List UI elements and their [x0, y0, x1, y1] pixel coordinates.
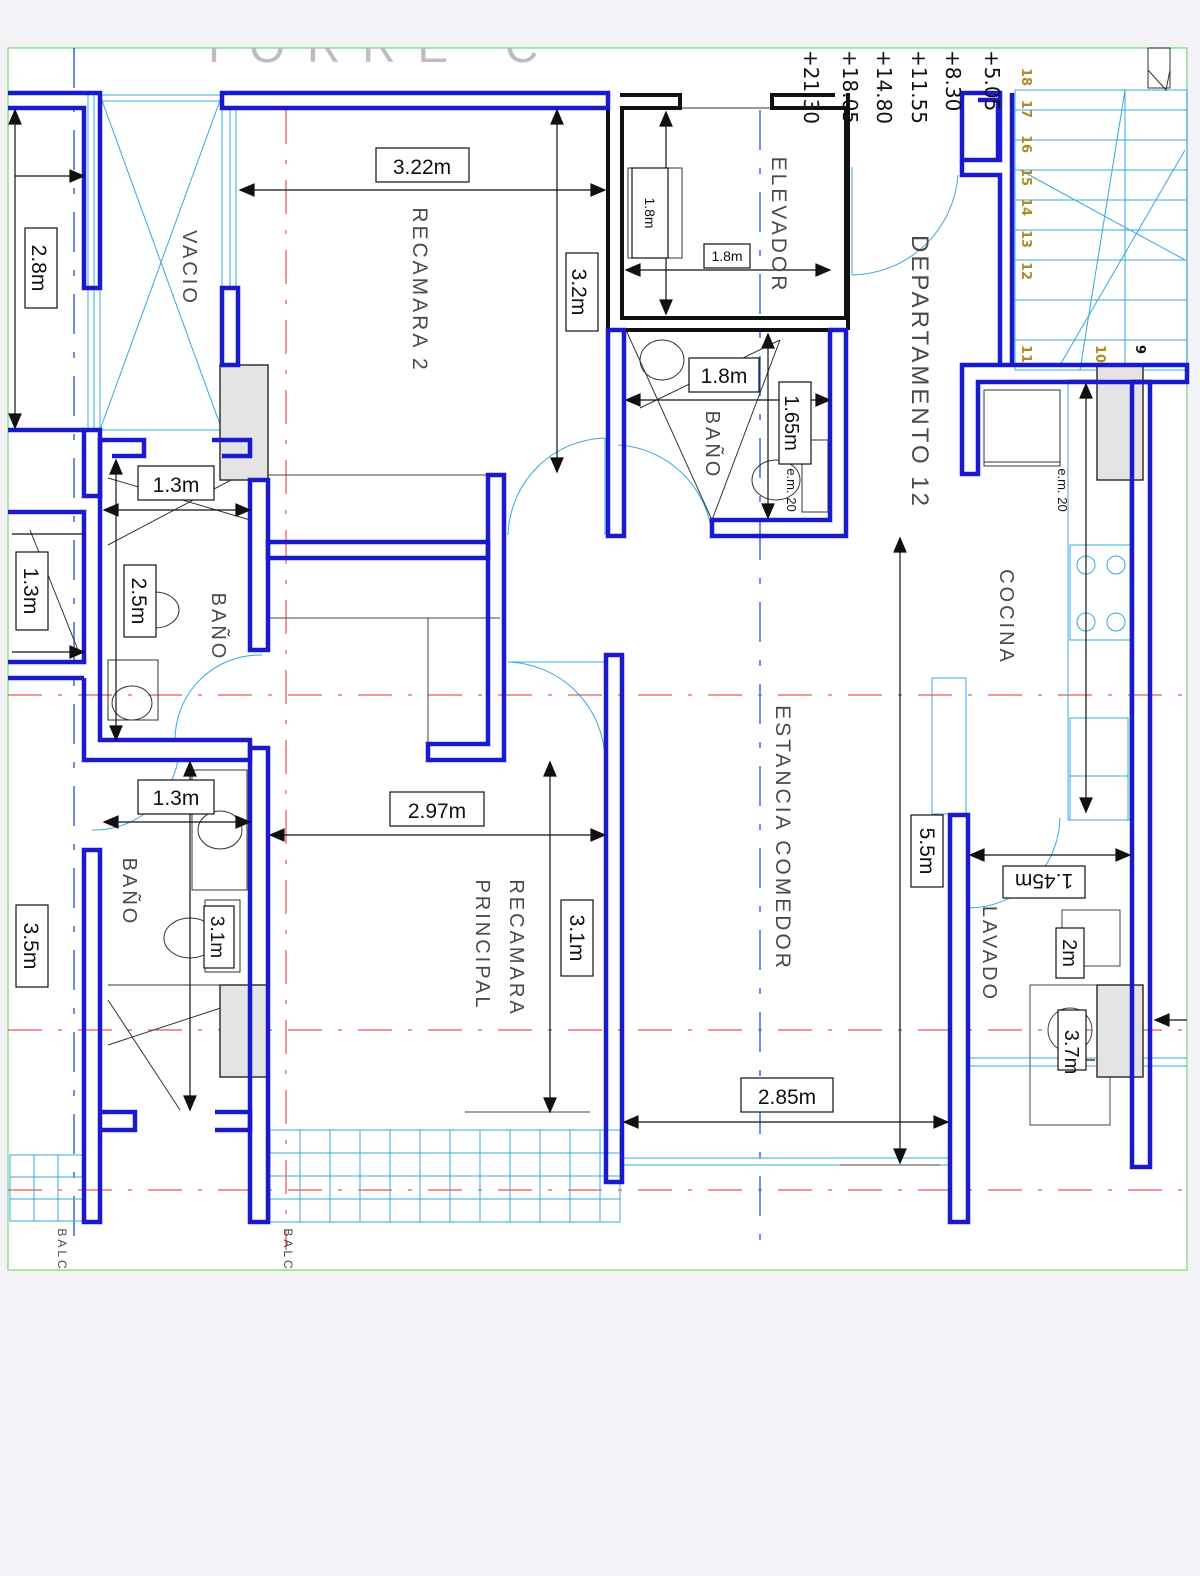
dim-3-22: 3.22m	[393, 156, 451, 179]
room-elevador: ELEVADOR	[767, 157, 790, 294]
note-em20-kitchen: e.m. 20	[1055, 468, 1070, 511]
fixtures	[9, 89, 1188, 1223]
level-label: +18.05	[838, 50, 862, 124]
room-cocina: COCINA	[995, 569, 1017, 665]
dim-2-97: 2.97m	[408, 800, 466, 823]
dim-1-3-top: 1.3m	[153, 474, 200, 497]
dim-1-8-bath: 1.8m	[701, 365, 748, 388]
dim-3-7: 3.7m	[1060, 1030, 1082, 1074]
stair-step-number: 18	[1018, 68, 1033, 86]
level-label: +8.30	[941, 50, 965, 111]
stair-step-number: 11	[1018, 345, 1033, 363]
stair-step-number: 13	[1018, 230, 1033, 248]
dimension-boxes	[15, 147, 1087, 1113]
dim-2-85: 2.85m	[758, 1086, 816, 1109]
dim-1-3-left: 1.3m	[19, 568, 42, 615]
dim-1-3-bottom: 1.3m	[153, 787, 200, 810]
dim-2: 2m	[1058, 939, 1080, 967]
stair-step-numbers: 18 17 16 15 14 13 12 11 10 9	[1018, 68, 1147, 363]
columns	[219, 364, 1144, 1078]
dim-5-5: 5.5m	[915, 828, 938, 875]
room-labels: VACIO RECAMARA 2 ELEVADOR DEPARTAMENTO 1…	[55, 157, 1017, 1272]
level-label: +21.30	[799, 50, 823, 124]
axis-lines	[8, 48, 1187, 1250]
dim-3-2: 3.2m	[567, 269, 590, 316]
stair-step-number: 10	[1092, 345, 1107, 363]
note-em20-bath: e.m. 20	[784, 468, 799, 511]
level-label: +14.80	[872, 50, 896, 124]
dim-1-65: 1.65m	[780, 395, 802, 451]
dim-3-1-bath: 3.1m	[206, 916, 227, 958]
level-labels: +5.05 +8.30 +11.55 +14.80 +18.05 +21.30	[799, 50, 1004, 124]
room-bano-left-top: BAÑO	[207, 593, 231, 662]
room-estancia-comedor: ESTANCIA COMEDOR	[771, 705, 794, 971]
room-vacio: VACIO	[178, 230, 200, 306]
stair-step-number: 17	[1018, 100, 1033, 118]
dim-2-5: 2.5m	[127, 578, 150, 625]
dim-1-45: 1.45m	[1015, 869, 1073, 892]
room-recamara-2: RECAMARA 2	[408, 207, 431, 372]
stair-step-number: 15	[1018, 168, 1033, 186]
dim-3-1: 3.1m	[565, 915, 588, 962]
dim-1-8-elevator-horizontal: 1.8m	[711, 248, 742, 264]
room-bano-center: BAÑO	[701, 411, 725, 480]
dim-1-8-elevator-vertical: 1.8m	[642, 197, 658, 228]
stair-step-number: 9	[1132, 345, 1147, 354]
header-fragment: TORRE C	[200, 20, 560, 72]
balcon-mid: BALC	[281, 1228, 295, 1271]
dim-2-8: 2.8m	[27, 245, 50, 292]
notes: e.m. 20 e.m. 20	[784, 468, 1070, 511]
stair-step-number: 14	[1018, 198, 1033, 216]
stair-step-number: 12	[1018, 262, 1033, 280]
room-departamento: DEPARTAMENTO 12	[906, 235, 933, 509]
level-label: +5.05	[980, 50, 1004, 111]
dim-3-5: 3.5m	[19, 923, 42, 970]
dimension-labels: 3.22m 3.2m 2.8m 1.8m 1.8m 1.8m 1.65m 1.3…	[19, 156, 1082, 1109]
room-lavado: LAVADO	[978, 906, 1000, 1002]
balcon-left: BALC	[55, 1228, 69, 1271]
level-label: +11.55	[907, 50, 931, 124]
room-recamara-principal-line2: PRINCIPAL	[471, 879, 493, 1010]
walls	[8, 90, 1190, 1225]
room-bano-left-bottom: BAÑO	[118, 858, 142, 927]
dimension-lines	[8, 108, 1187, 1165]
room-recamara-principal-line1: RECAMARA	[505, 879, 527, 1016]
stair-step-number: 16	[1018, 135, 1033, 153]
